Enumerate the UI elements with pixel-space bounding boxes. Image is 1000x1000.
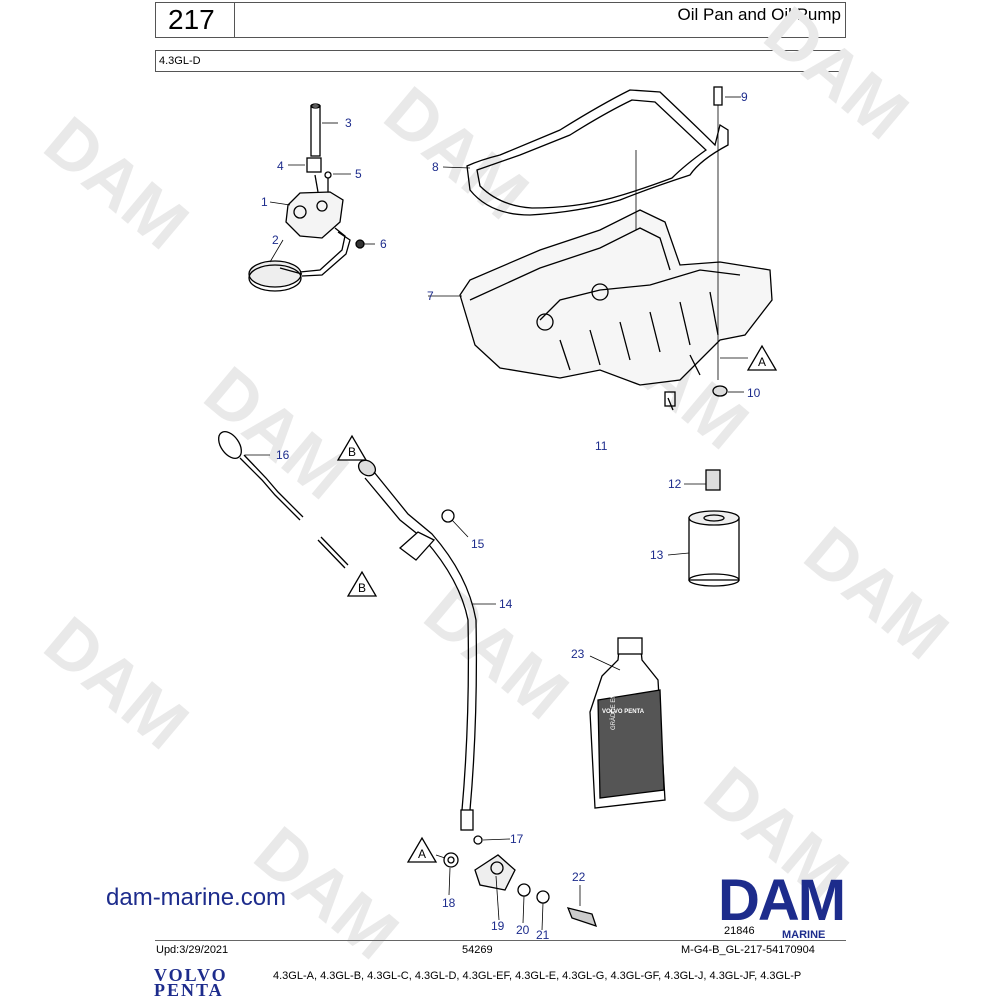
drawing-number: 21846 — [724, 925, 755, 937]
watermark: DAM — [790, 512, 962, 674]
dam-marine-site-link[interactable]: dam-marine.com — [106, 884, 287, 911]
drawing-reference: M-G4-B_GL-217-54170904 — [681, 944, 815, 956]
volvo-logo-line1: VOLVO — [154, 965, 228, 985]
callout-11: 11 — [595, 439, 608, 453]
oil-filter — [688, 469, 740, 587]
callout-15: 15 — [471, 537, 485, 551]
callout-13: 13 — [650, 548, 664, 562]
callout-21: 21 — [536, 928, 550, 942]
watermark: DAM — [370, 72, 542, 234]
ref-triangle-b — [336, 434, 368, 461]
callout-17: 17 — [510, 832, 524, 846]
callout-22: 22 — [572, 870, 586, 884]
callout-8: 8 — [432, 160, 439, 174]
footer-divider — [155, 940, 846, 941]
oil-pan-gasket — [466, 89, 729, 216]
callout-23: 23 — [571, 647, 585, 661]
ref-triangle-a — [406, 836, 438, 863]
bolt-9 — [713, 86, 723, 106]
callout-20: 20 — [516, 923, 530, 937]
volvo-logo-line2: PENTA — [154, 980, 224, 1000]
callout-19: 19 — [491, 919, 505, 933]
update-date: Upd:3/29/2021 — [156, 944, 229, 956]
callout-5: 5 — [355, 167, 362, 181]
callout-10: 10 — [747, 386, 761, 400]
ref-label: B — [348, 445, 356, 459]
callout-7: 7 — [427, 289, 434, 303]
callout-14: 14 — [499, 597, 513, 611]
callout-9: 9 — [741, 90, 748, 104]
applicable-models: 4.3GL-A, 4.3GL-B, 4.3GL-C, 4.3GL-D, 4.3G… — [273, 970, 802, 982]
callout-4: 4 — [277, 159, 284, 173]
dam-marine-label: MARINE — [782, 929, 826, 941]
ref-triangle-a — [746, 344, 778, 371]
oil-pump — [285, 103, 365, 277]
watermark-layer: DAM DAM DAM DAM DAM DAM DAM DAM DAM DAM — [30, 0, 962, 974]
leader-lines — [245, 96, 744, 931]
callout-12: 12 — [668, 477, 682, 491]
callout-1: 1 — [261, 195, 268, 209]
watermark: DAM — [410, 572, 582, 734]
model-label: 4.3GL-D — [155, 50, 846, 72]
oil-pickup-screen — [248, 260, 303, 292]
page-number: 217 — [155, 2, 235, 38]
oil-pan — [459, 209, 773, 411]
watermark: DAM — [30, 602, 202, 764]
page-title: Oil Pan and Oil Pump — [234, 2, 846, 38]
ref-label: A — [418, 847, 426, 861]
callout-2: 2 — [272, 233, 279, 247]
footer-code: 54269 — [462, 944, 493, 956]
watermark: DAM — [750, 0, 922, 154]
dipstick — [218, 431, 349, 569]
bottle-brand: VOLVO PENTA — [602, 709, 645, 715]
ref-label: A — [758, 355, 766, 369]
watermark: DAM — [30, 102, 202, 264]
callout-6: 6 — [380, 237, 387, 251]
volvo-penta-logo: VOLVO PENTA — [154, 965, 228, 1000]
oil-bottle — [589, 637, 666, 809]
dipstick-tube — [357, 459, 478, 831]
bottle-label-text: GRÄDDE ENGINE OIL — [610, 668, 617, 730]
ref-label: B — [358, 581, 366, 595]
dam-logo: DAM — [718, 868, 846, 933]
ref-triangle-b — [346, 570, 378, 597]
callout-18: 18 — [442, 896, 456, 910]
callout-3: 3 — [345, 116, 352, 130]
callout-16: 16 — [276, 448, 290, 462]
nut-10 — [712, 385, 728, 397]
